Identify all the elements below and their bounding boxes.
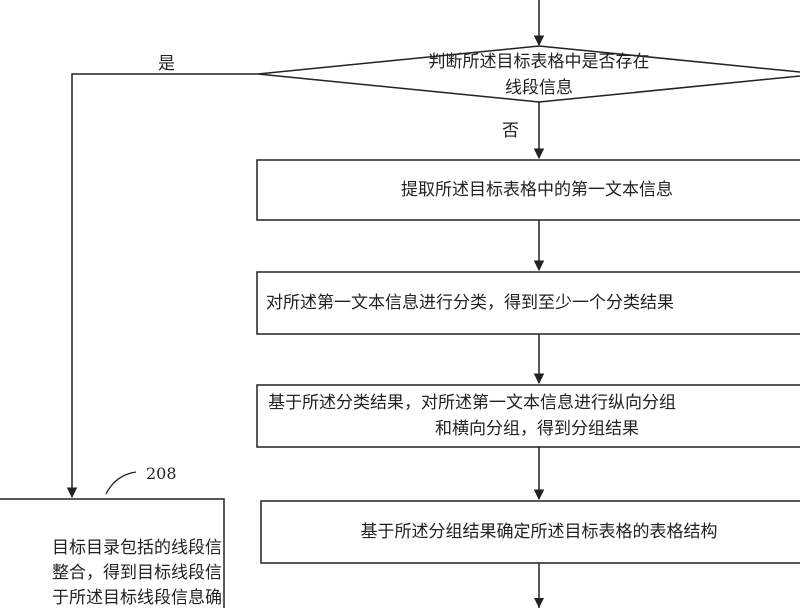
decision-text-line2: 线段信息 — [505, 78, 573, 98]
reference-number: 208 — [146, 464, 177, 483]
step-group-text-line2: 和横向分组，得到分组结果 — [435, 419, 639, 439]
step-group-box — [256, 384, 800, 448]
step-classify-text: 对所述第一文本信息进行分类，得到至少一个分类结果 — [266, 293, 674, 313]
left-box-text-line1: 目标目录包括的线段信 — [52, 538, 222, 558]
reference-leader-208 — [105, 471, 137, 495]
decision-text-line1: 判断所述目标表格中是否存在 — [428, 52, 650, 72]
left-box-text-line3: 于所述目标线段信息确 — [52, 588, 222, 608]
no-label: 否 — [502, 121, 519, 141]
step-structure-text: 基于所述分组结果确定所述目标表格的表格结构 — [360, 522, 718, 542]
yes-label: 是 — [158, 54, 175, 74]
step-extract-text-box — [256, 159, 800, 221]
step-structure-box — [260, 500, 800, 564]
step-extract-text: 提取所述目标表格中的第一文本信息 — [401, 180, 673, 200]
left-process-box — [0, 498, 225, 608]
connector-4-out-arrowhead — [534, 598, 544, 608]
decision-diamond — [257, 45, 800, 103]
yes-branch-connector — [66, 73, 258, 499]
step-group-text-line1: 基于所述分类结果，对所述第一文本信息进行纵向分组 — [268, 393, 676, 413]
left-box-text-line2: 整合，得到目标线段信 — [52, 563, 222, 583]
step-classify-box — [256, 271, 800, 335]
